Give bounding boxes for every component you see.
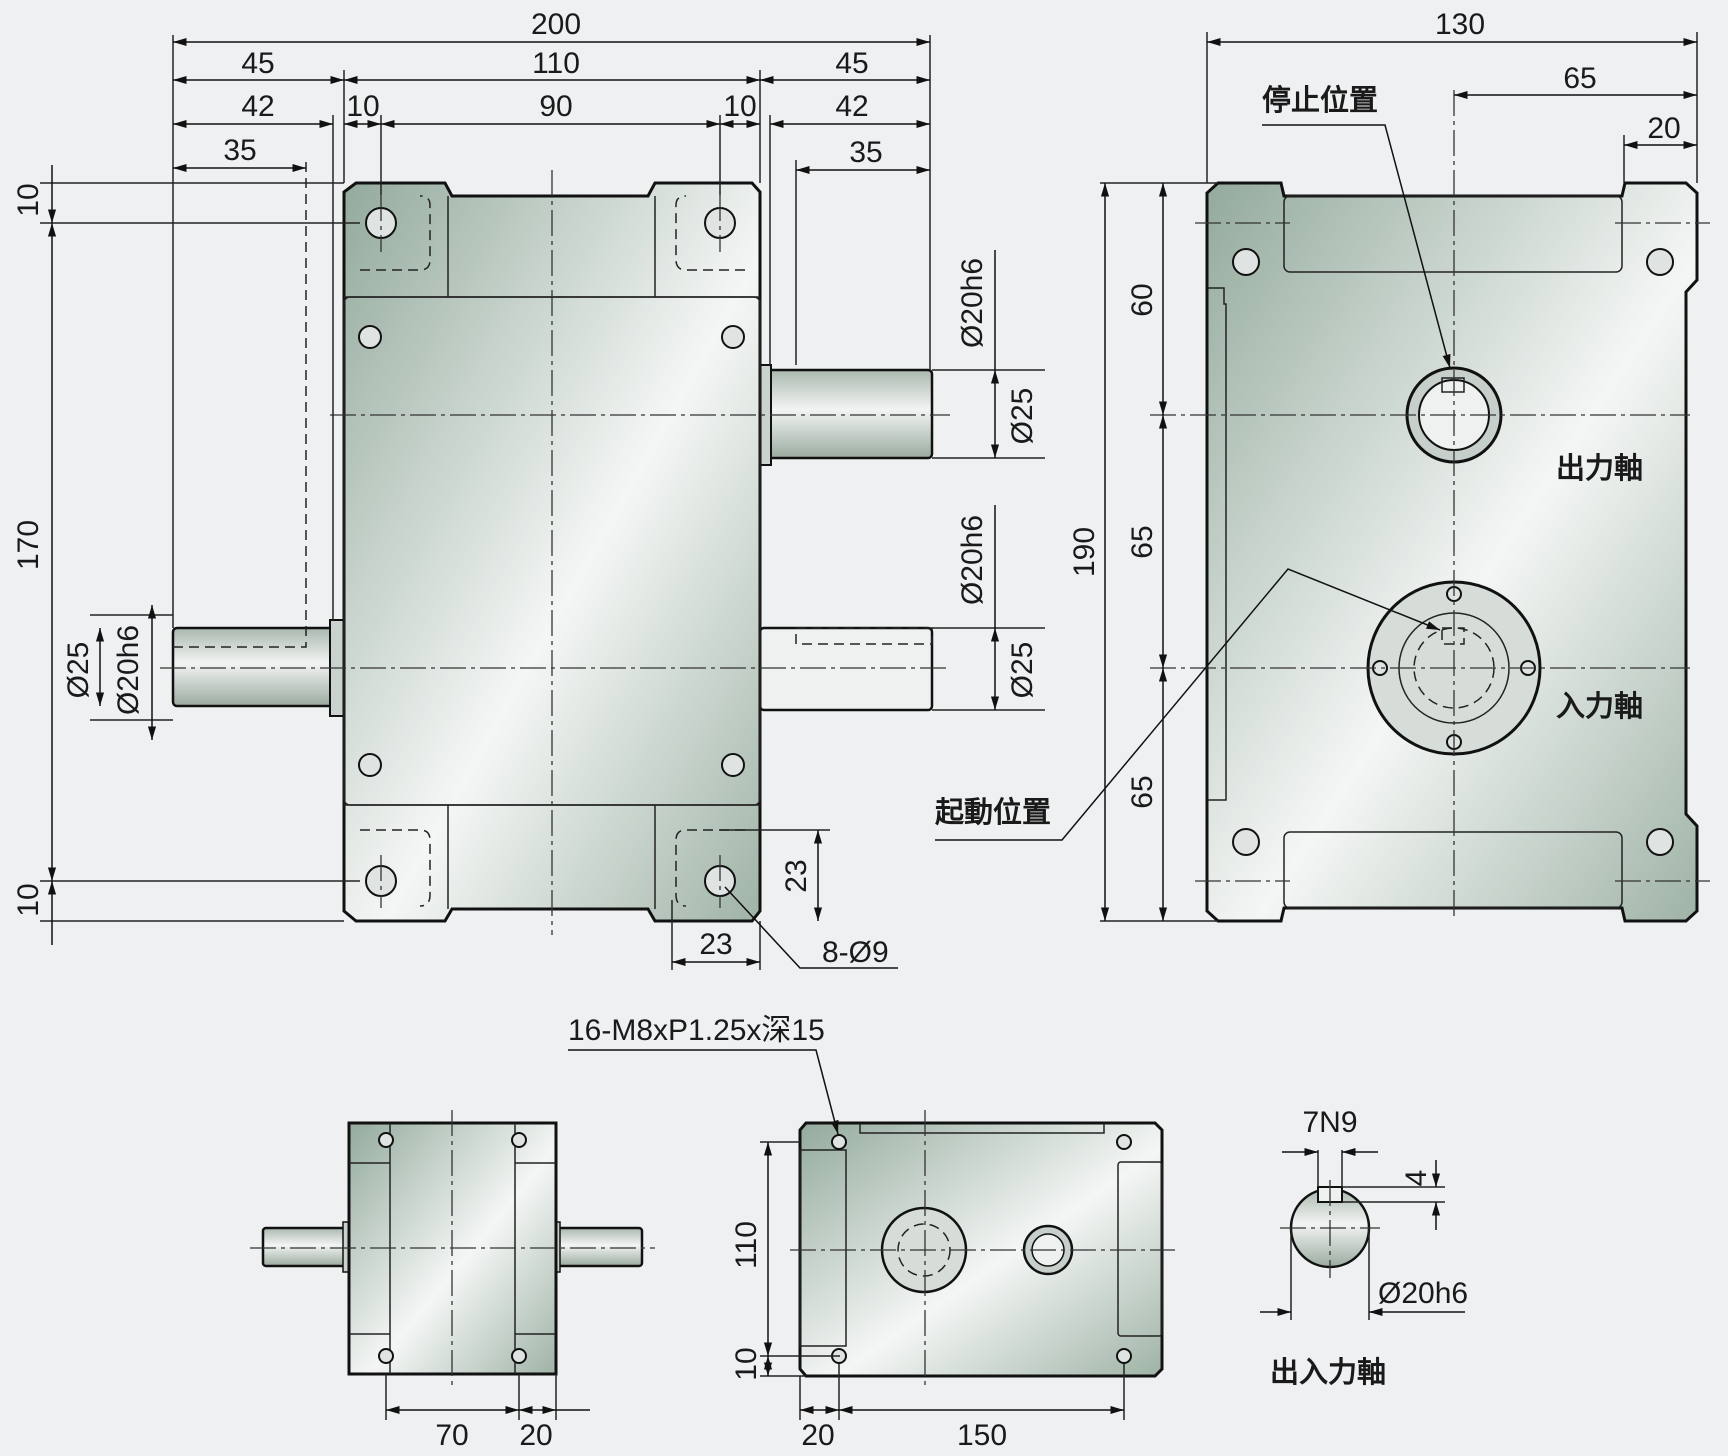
dim-top-hole-offset: 20 (519, 1419, 552, 1452)
left-shaft-fit: Ø20h6 (112, 625, 145, 715)
front-view: 200 45 110 45 42 10 90 10 42 35 35 10 17… (12, 8, 1045, 970)
side-extension-lines (1100, 32, 1698, 922)
dim-bottom-edge-offset: 20 (801, 1419, 834, 1452)
dim-right-shaft: 42 (835, 90, 868, 123)
dim-left-overhang: 45 (241, 47, 274, 80)
right-upper-fit: Ø20h6 (956, 258, 989, 348)
dim-input-height: 65 (1126, 775, 1159, 808)
bottom-view-right-rib (1117, 1161, 1163, 1337)
dim-bottom-hole-offset: 10 (730, 1347, 763, 1380)
cover-screw (358, 325, 382, 349)
top-view-hole (378, 1348, 394, 1364)
thread-hole (1116, 1348, 1132, 1364)
detail-caption: 出入力軸 (1270, 1355, 1386, 1389)
top-view-hole (378, 1132, 394, 1148)
left-shaft-diameter: Ø25 (62, 642, 95, 699)
dim-height: 170 (12, 520, 45, 570)
side-hole (1232, 248, 1260, 276)
side-body (1205, 181, 1699, 923)
bottom-view-left-rib (799, 1149, 847, 1347)
dim-top-hole-pitch: 70 (435, 1419, 468, 1452)
dim-output-height: 60 (1126, 283, 1159, 316)
left-shaft (171, 626, 345, 708)
side-view: 130 65 20 190 60 65 65 停止位置 出力軸 入力軸 起動位置 (935, 8, 1710, 923)
stop-position-label: 停止位置 (1262, 83, 1378, 117)
output-keyway (1441, 377, 1465, 393)
left-key-hidden (173, 160, 307, 648)
right-upper-diameter: Ø25 (1006, 388, 1039, 445)
top-view: 70 20 (250, 1110, 655, 1452)
shaft-detail: 7N9 4 Ø20h6 出入力軸 (1260, 1106, 1468, 1389)
dim-side-height: 190 (1068, 527, 1101, 577)
top-view-right-shaft (554, 1226, 644, 1268)
dim-bottom-flange: 10 (12, 883, 45, 916)
dim-right-hole-offset: 10 (723, 90, 756, 123)
dim-corner-vertical: 23 (780, 859, 813, 892)
dim-bottom-hole-pitch: 110 (730, 1221, 763, 1269)
top-view-hole (511, 1348, 527, 1364)
right-lower-shaft-hidden (758, 626, 934, 712)
dim-overall-width: 200 (531, 8, 581, 41)
side-lower-pocket (1283, 831, 1623, 909)
bottom-view-dimension-lines (568, 1049, 1124, 1415)
bottom-view: 110 10 20 150 16-M8xP1.25x深15 (568, 1014, 1175, 1452)
thread-hole (831, 1134, 847, 1150)
bottom-view-top-slot (859, 1123, 1105, 1134)
holes-callout: 8-Ø9 (822, 936, 889, 969)
side-hole (1232, 828, 1260, 856)
side-hole (1646, 248, 1674, 276)
thread-callout: 16-M8xP1.25x深15 (568, 1014, 825, 1047)
top-view-extension-lines (385, 1374, 557, 1420)
lower-key (795, 627, 933, 645)
dim-left-shaft: 42 (241, 90, 274, 123)
keyway-width: 7N9 (1302, 1106, 1357, 1139)
dim-left-key: 35 (223, 134, 256, 167)
dim-right-overhang: 45 (835, 47, 868, 80)
cover-screw (721, 753, 745, 777)
top-view-hole (511, 1132, 527, 1148)
side-upper-pocket (1283, 195, 1623, 273)
keyway-depth: 4 (1400, 1170, 1433, 1187)
dim-shaft-pitch: 65 (1126, 525, 1159, 558)
dim-right-key: 35 (849, 136, 882, 169)
right-upper-shaft (758, 368, 934, 460)
dim-side-hole-offset: 20 (1647, 112, 1680, 145)
output-shaft-label: 出力軸 (1556, 451, 1643, 485)
detail-dimension-lines (1260, 1147, 1465, 1317)
dim-side-shaft-offset: 65 (1563, 62, 1596, 95)
cover-screw (358, 753, 382, 777)
dim-bottom-long-pitch: 150 (957, 1419, 1007, 1452)
thread-hole (1116, 1134, 1132, 1150)
right-lower-fit: Ø20h6 (956, 515, 989, 605)
dim-side-width: 130 (1435, 8, 1485, 41)
start-position-label: 起動位置 (935, 795, 1051, 829)
input-keyway-hidden (1441, 627, 1465, 645)
cover-screw (721, 325, 745, 349)
side-dimension-lines (935, 37, 1697, 921)
detail-shaft-fit: Ø20h6 (1378, 1277, 1468, 1310)
dim-body-width: 110 (532, 47, 580, 80)
dim-top-flange: 10 (12, 183, 45, 216)
top-view-left-shaft (261, 1226, 349, 1268)
right-lower-diameter: Ø25 (1006, 642, 1039, 699)
front-extension-lines (40, 35, 1045, 970)
input-shaft-label: 入力軸 (1556, 689, 1643, 723)
detail-extension-lines (1290, 1150, 1445, 1320)
dim-hole-pitch: 90 (539, 90, 572, 123)
front-dimension-lines (47, 37, 1000, 969)
dim-left-hole-offset: 10 (346, 90, 379, 123)
side-groove (1207, 287, 1227, 801)
side-hole (1646, 828, 1674, 856)
dim-corner-horizontal: 23 (699, 928, 732, 961)
